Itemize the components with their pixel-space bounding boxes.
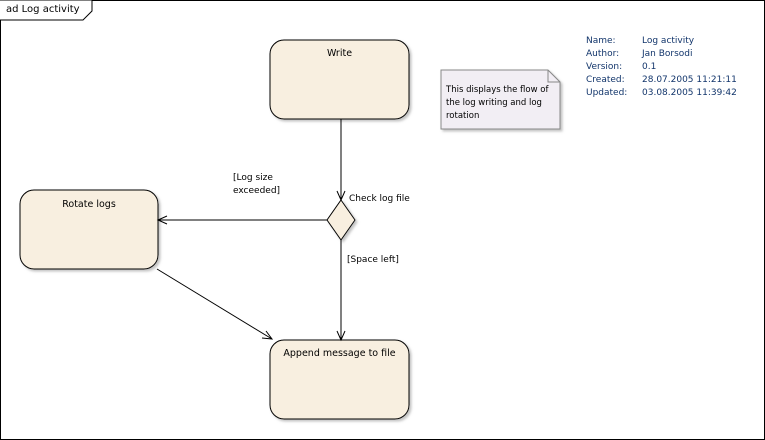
note-box[interactable] xyxy=(440,69,561,130)
rotate-logs-label: Rotate logs xyxy=(62,199,116,210)
frame-title-tab xyxy=(0,0,93,21)
guard-space-left: [Space left] xyxy=(347,255,399,265)
diagram-properties: Name: Log activity Author: Jan Borsodi V… xyxy=(586,35,756,101)
author-value: Jan Borsodi xyxy=(642,49,693,59)
flow-rotate-to-append xyxy=(156,268,273,340)
write-activity[interactable] xyxy=(269,39,410,120)
version-label: Version: xyxy=(586,62,623,72)
updated-value: 03.08.2005 11:39:42 xyxy=(642,88,737,98)
rotate-logs-activity[interactable] xyxy=(19,189,159,270)
name-value: Log activity xyxy=(642,36,695,46)
note-fold xyxy=(547,70,560,83)
arrowhead-rotate-to-append xyxy=(261,330,274,340)
version-value: 0.1 xyxy=(642,62,657,72)
arrowhead-rotate xyxy=(156,215,168,225)
write-label: Write xyxy=(326,48,353,59)
frame-title: ad Log activity xyxy=(6,4,80,15)
arrowhead-decision xyxy=(336,190,346,202)
author-label: Author: xyxy=(586,49,620,59)
decision-label: Check log file xyxy=(349,194,410,204)
created-label: Created: xyxy=(586,75,625,85)
append-message-label: Append message to file xyxy=(283,348,396,359)
created-value: 28.07.2005 11:21:11 xyxy=(642,75,737,85)
check-log-file-decision[interactable] xyxy=(326,199,356,241)
append-message-activity[interactable] xyxy=(269,339,410,420)
note-text: This displays the flow of the log writin… xyxy=(446,85,549,121)
name-label: Name: xyxy=(586,36,616,46)
updated-label: Updated: xyxy=(586,88,628,98)
arrowhead-append xyxy=(336,330,346,342)
guard-log-size-exceeded: [Log size exceeded] xyxy=(233,173,281,196)
